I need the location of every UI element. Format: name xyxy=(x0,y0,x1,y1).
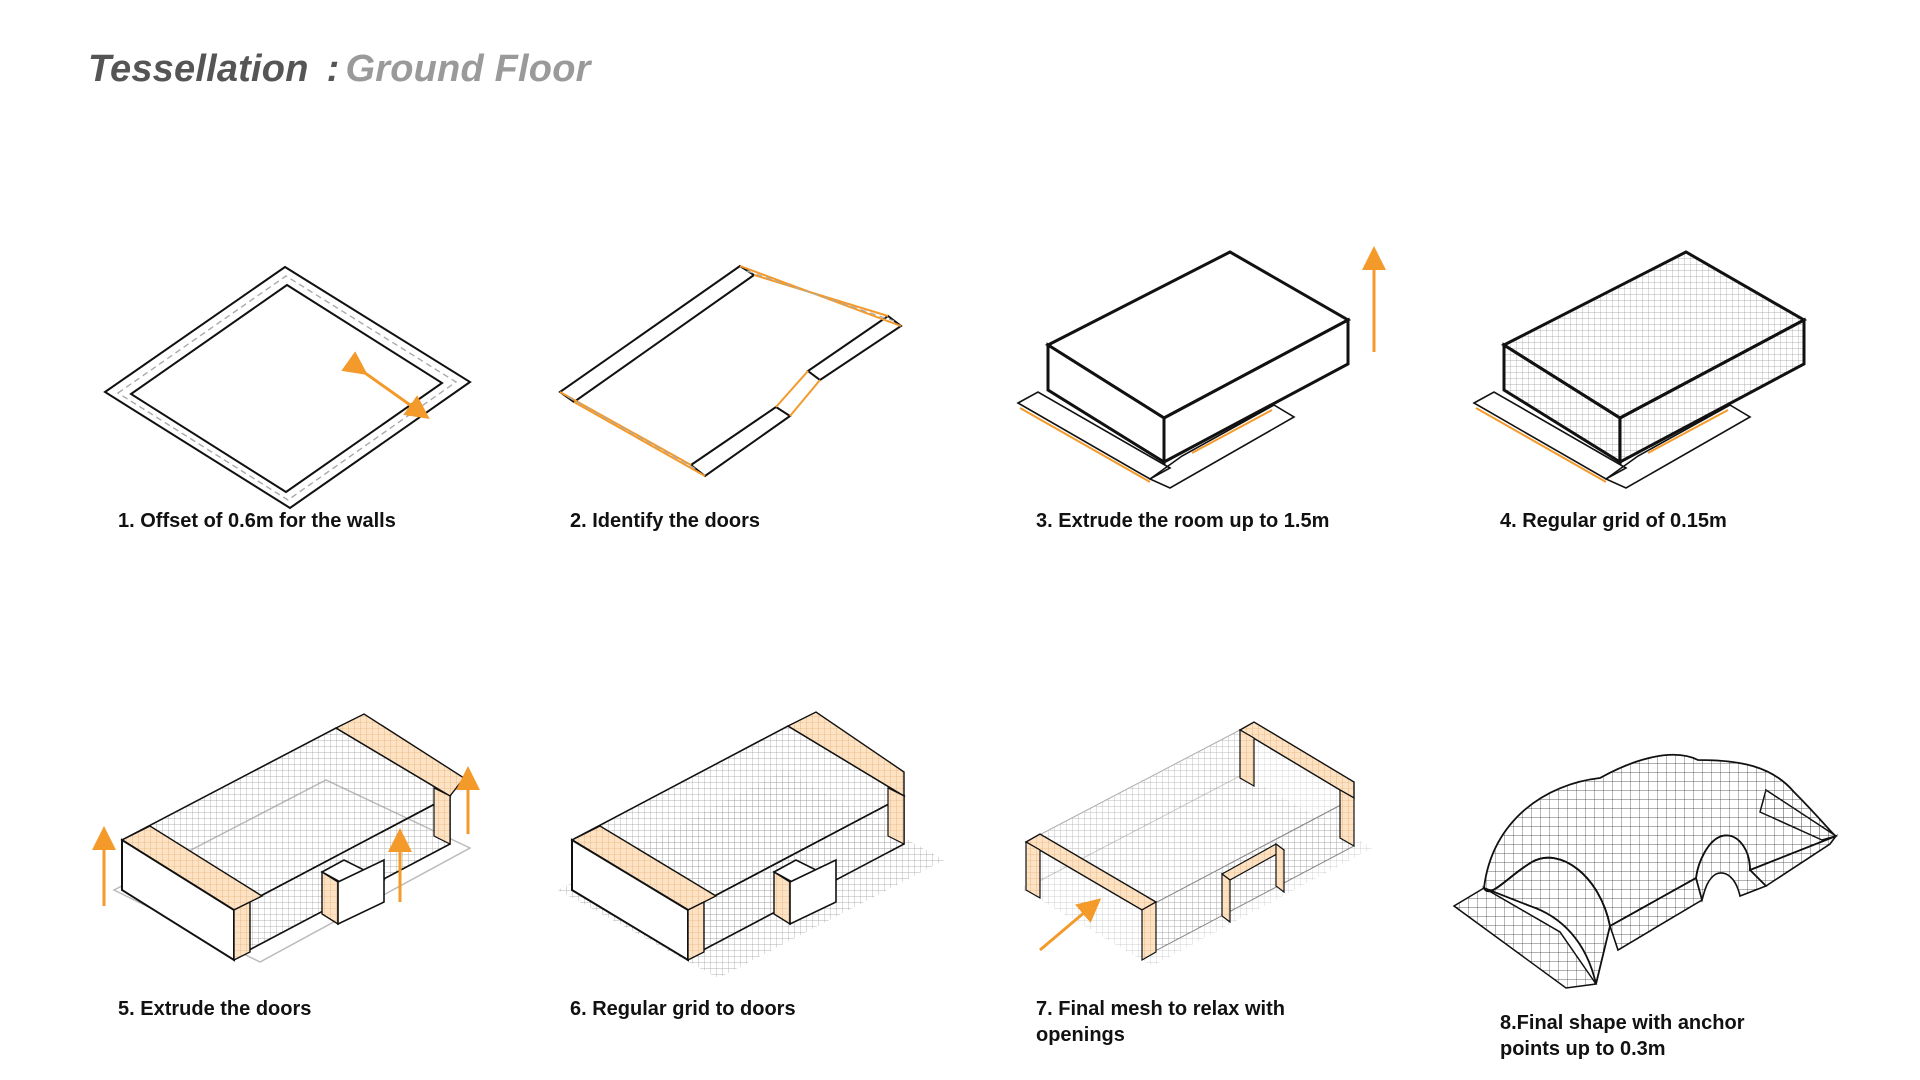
step-2-caption: 2. Identify the doors xyxy=(570,508,900,534)
step-3-diagram xyxy=(1012,240,1432,540)
step-7-caption: 7. Final mesh to relax with openings xyxy=(1036,996,1346,1048)
title-main: Tessellation xyxy=(88,48,309,90)
step-8-drawing xyxy=(1450,700,1870,1000)
step-5-drawing xyxy=(90,710,510,1010)
step-5-diagram xyxy=(90,710,510,1010)
step-3-drawing xyxy=(1012,240,1432,540)
step-6-diagram xyxy=(548,710,968,1010)
step-1-caption: 1. Offset of 0.6m for the walls xyxy=(118,508,448,534)
title-sub: Ground Floor xyxy=(345,48,590,90)
step-7-diagram xyxy=(1012,710,1432,1010)
step-4-drawing xyxy=(1468,240,1888,540)
step-7-drawing xyxy=(1012,710,1432,1010)
title-separator: : xyxy=(327,48,340,90)
page-title: Tessellation:Ground Floor xyxy=(88,48,591,91)
step-4-diagram xyxy=(1468,240,1888,540)
step-8-diagram xyxy=(1450,700,1870,1000)
step-2-diagram xyxy=(548,240,968,540)
step-6-drawing xyxy=(548,710,968,1010)
step-1-drawing xyxy=(90,240,510,540)
step-4-caption: 4. Regular grid of 0.15m xyxy=(1500,508,1830,534)
offset-arrow xyxy=(358,368,420,412)
step-2-drawing xyxy=(548,240,968,540)
step-1-diagram xyxy=(90,240,510,540)
step-5-caption: 5. Extrude the doors xyxy=(118,996,448,1022)
step-8-caption: 8.Final shape with anchor points up to 0… xyxy=(1500,1010,1800,1062)
step-6-caption: 6. Regular grid to doors xyxy=(570,996,900,1022)
step-3-caption: 3. Extrude the room up to 1.5m xyxy=(1036,508,1366,534)
